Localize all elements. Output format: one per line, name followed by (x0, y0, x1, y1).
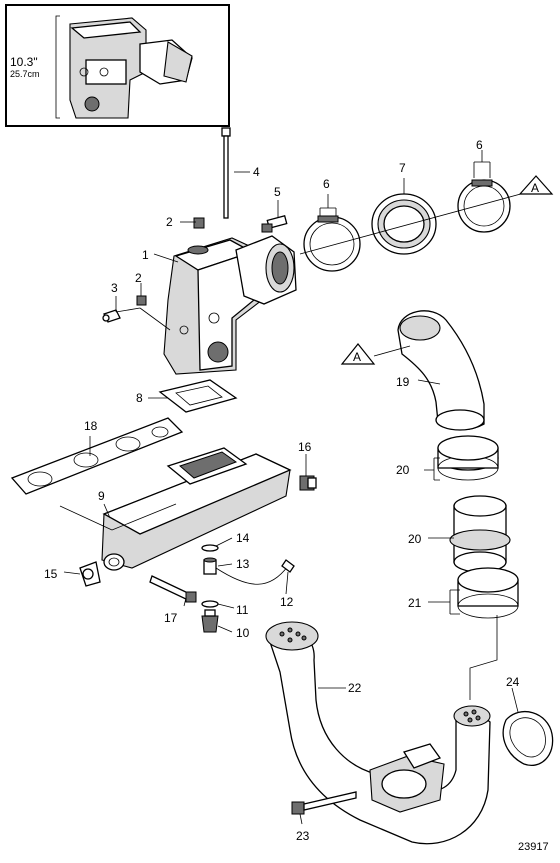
callout-16: 16 (298, 440, 312, 454)
washer-14 (201, 544, 219, 552)
clamp-20-upper (437, 435, 499, 481)
callout-24: 24 (506, 675, 520, 689)
clamp-20-lower (457, 567, 519, 619)
sensor-13 (203, 557, 217, 575)
bolt-23 (291, 791, 357, 815)
callout-4: 4 (253, 165, 260, 179)
exhaust-manifold (101, 447, 292, 571)
manifold-gasket-18 (10, 417, 184, 495)
inset-riser-illustration (69, 17, 193, 119)
callout-23: 23 (296, 829, 310, 843)
callout-3: 3 (111, 281, 118, 295)
callout-22: 22 (348, 681, 362, 695)
assembly-centerline (299, 191, 529, 255)
clamp-6-right (457, 179, 511, 233)
clamp-6-left (303, 215, 361, 272)
exhaust-pipe-19 (397, 310, 485, 431)
hose-21 (449, 495, 511, 573)
washer-11 (201, 600, 219, 608)
callout-6-left: 6 (323, 177, 330, 191)
inset-dimension-cm: 25.7cm (10, 69, 40, 79)
callout-2-side: 2 (135, 271, 142, 285)
callout-12: 12 (280, 595, 294, 609)
callout-20-upper: 20 (396, 463, 410, 477)
plug-side (136, 295, 147, 306)
marker-A-middle: A (340, 343, 411, 365)
callout-9: 9 (98, 489, 105, 503)
fitting-3 (102, 309, 121, 323)
callout-18: 18 (84, 419, 98, 433)
inset-dimension-inches: 10.3" (10, 55, 38, 69)
callout-5: 5 (274, 185, 281, 199)
callout-1: 1 (142, 248, 149, 262)
sensor-5 (261, 215, 288, 233)
callout-7: 7 (399, 161, 406, 175)
plug-top (193, 217, 205, 229)
leader-lines (59, 150, 519, 825)
gasket-8 (158, 379, 238, 413)
svg-text:A: A (353, 350, 361, 364)
callout-15: 15 (44, 567, 58, 581)
fitting-15 (79, 561, 101, 587)
inset-box: 10.3" 25.7cm (5, 4, 230, 127)
gasket-24 (502, 710, 554, 766)
figure-number: 23917 (518, 841, 549, 853)
callout-6-right: 6 (476, 138, 483, 152)
plug-16 (299, 475, 317, 491)
cable-12 (215, 559, 295, 585)
stud-bolt (221, 127, 231, 219)
callout-20-lower: 21 (408, 596, 422, 610)
callout-11: 11 (236, 603, 249, 617)
callout-labels: 1 2 2 3 4 5 6 6 7 8 9 10 11 12 13 14 15 … (44, 138, 520, 843)
callout-17: 17 (164, 611, 178, 625)
svg-text:A: A (531, 181, 539, 195)
callout-2-top: 2 (166, 215, 173, 229)
callout-14: 14 (236, 531, 250, 545)
hose-7 (371, 193, 437, 255)
bolt-17 (149, 575, 197, 603)
callout-8: 8 (136, 391, 143, 405)
exhaust-pipe-22 (265, 621, 491, 845)
drain-plug-10 (201, 609, 219, 633)
callout-13: 13 (236, 557, 250, 571)
exhaust-riser (163, 235, 297, 375)
callout-10: 10 (236, 626, 250, 640)
marker-A-top: A (518, 175, 554, 195)
callout-21: 20 (408, 532, 422, 546)
connection-line (469, 615, 498, 700)
callout-19: 19 (396, 375, 410, 389)
